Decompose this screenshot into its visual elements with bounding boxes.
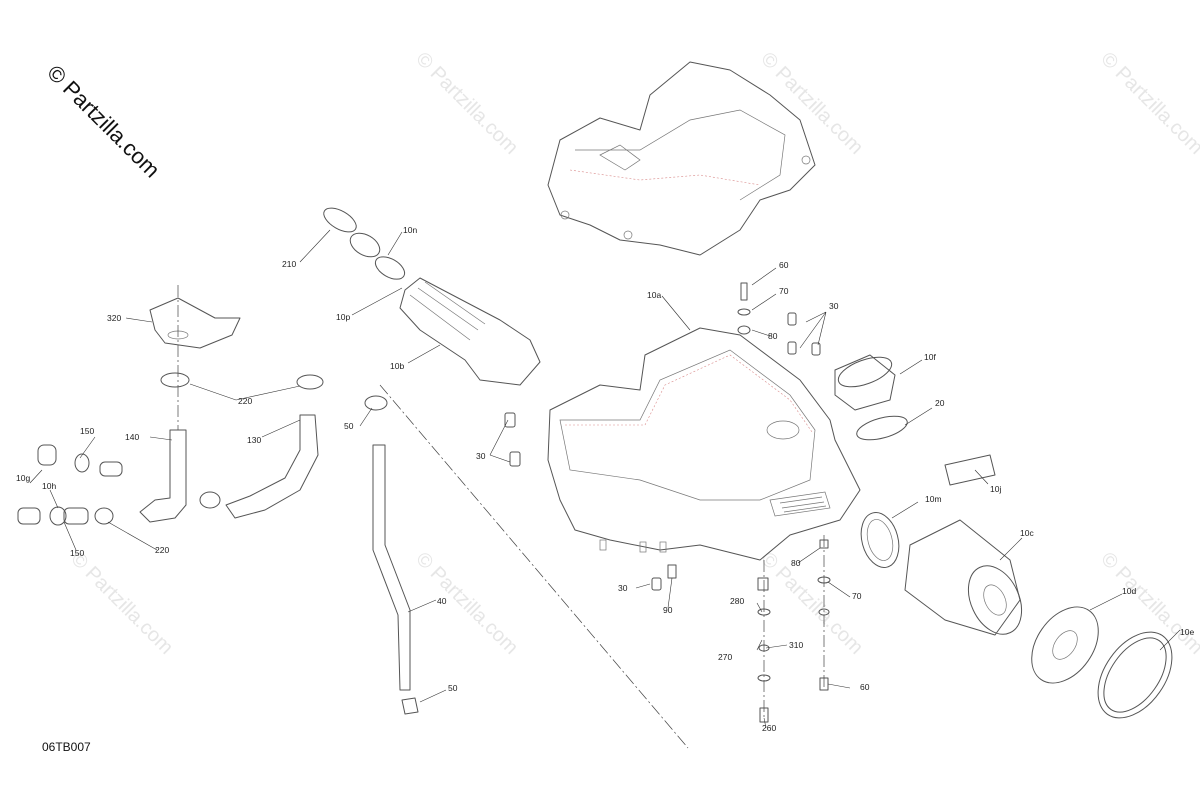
callout-label: 210: [282, 259, 296, 269]
callout-label: 50: [344, 421, 354, 431]
callout-label: 150: [80, 426, 94, 436]
callout-label: 220: [155, 545, 169, 555]
callout-label: 10d: [1122, 586, 1136, 596]
callout-label: 50: [448, 683, 458, 693]
fasteners: [504, 282, 831, 723]
callout-label: 150: [70, 548, 84, 558]
callout-label: 30: [618, 583, 628, 593]
callout-label: 90: [663, 605, 673, 615]
callout-label: 10m: [925, 494, 942, 504]
callout-label: 310: [789, 640, 803, 650]
callout-label: 10j: [990, 484, 1001, 494]
callout-label: 10c: [1020, 528, 1034, 538]
callout-label: 70: [779, 286, 789, 296]
callout-label: 220: [238, 396, 252, 406]
callout-label: 260: [762, 723, 776, 733]
airbox-base: [547, 327, 861, 561]
watermark-text: © Partzilla.com: [411, 48, 522, 159]
watermark-text: © Partzilla.com: [66, 548, 177, 659]
air-filter-assembly: [860, 512, 1173, 719]
drain-hoses: [17, 372, 324, 526]
callout-label: 40: [437, 596, 447, 606]
filter-boot-and-clamp: [834, 354, 996, 486]
callout-label: 10g: [16, 473, 30, 483]
callout-label: 140: [125, 432, 139, 442]
callout-label: 80: [791, 558, 801, 568]
deflector-plate: [149, 285, 241, 430]
callout-label: 20: [935, 398, 945, 408]
callout-label: 270: [718, 652, 732, 662]
callout-label: 10p: [336, 312, 350, 322]
intake-duct-assembly: [323, 207, 541, 386]
airbox-cover: [547, 61, 816, 256]
callout-label: 70: [852, 591, 862, 601]
callout-label: 10a: [647, 290, 661, 300]
callout-label: 320: [107, 313, 121, 323]
background-watermarks: © Partzilla.com © Partzilla.com © Partzi…: [66, 48, 1200, 659]
callout-label: 10e: [1180, 627, 1194, 637]
callout-label: 280: [730, 596, 744, 606]
callout-label: 60: [860, 682, 870, 692]
callout-labels: 10n 210 10p 10b 10a 60 70 30 80 10f 20 3…: [16, 225, 1194, 733]
callout-label: 10b: [390, 361, 404, 371]
watermark-text: © Partzilla.com: [1096, 48, 1200, 159]
callout-label: 10n: [403, 225, 417, 235]
leader-lines: [29, 229, 1181, 729]
callout-label: 130: [247, 435, 261, 445]
callout-label: 30: [476, 451, 486, 461]
callout-label: 10f: [924, 352, 936, 362]
callout-label: 10h: [42, 481, 56, 491]
callout-label: 60: [779, 260, 789, 270]
long-drain-hose: [364, 384, 689, 749]
callout-label: 30: [829, 301, 839, 311]
watermark-text: © Partzilla.com: [1096, 548, 1200, 659]
watermark-text: © Partzilla.com: [756, 548, 867, 659]
diagram-code: 06TB007: [42, 740, 91, 754]
callout-label: 80: [768, 331, 778, 341]
watermark-text: © Partzilla.com: [756, 48, 867, 159]
